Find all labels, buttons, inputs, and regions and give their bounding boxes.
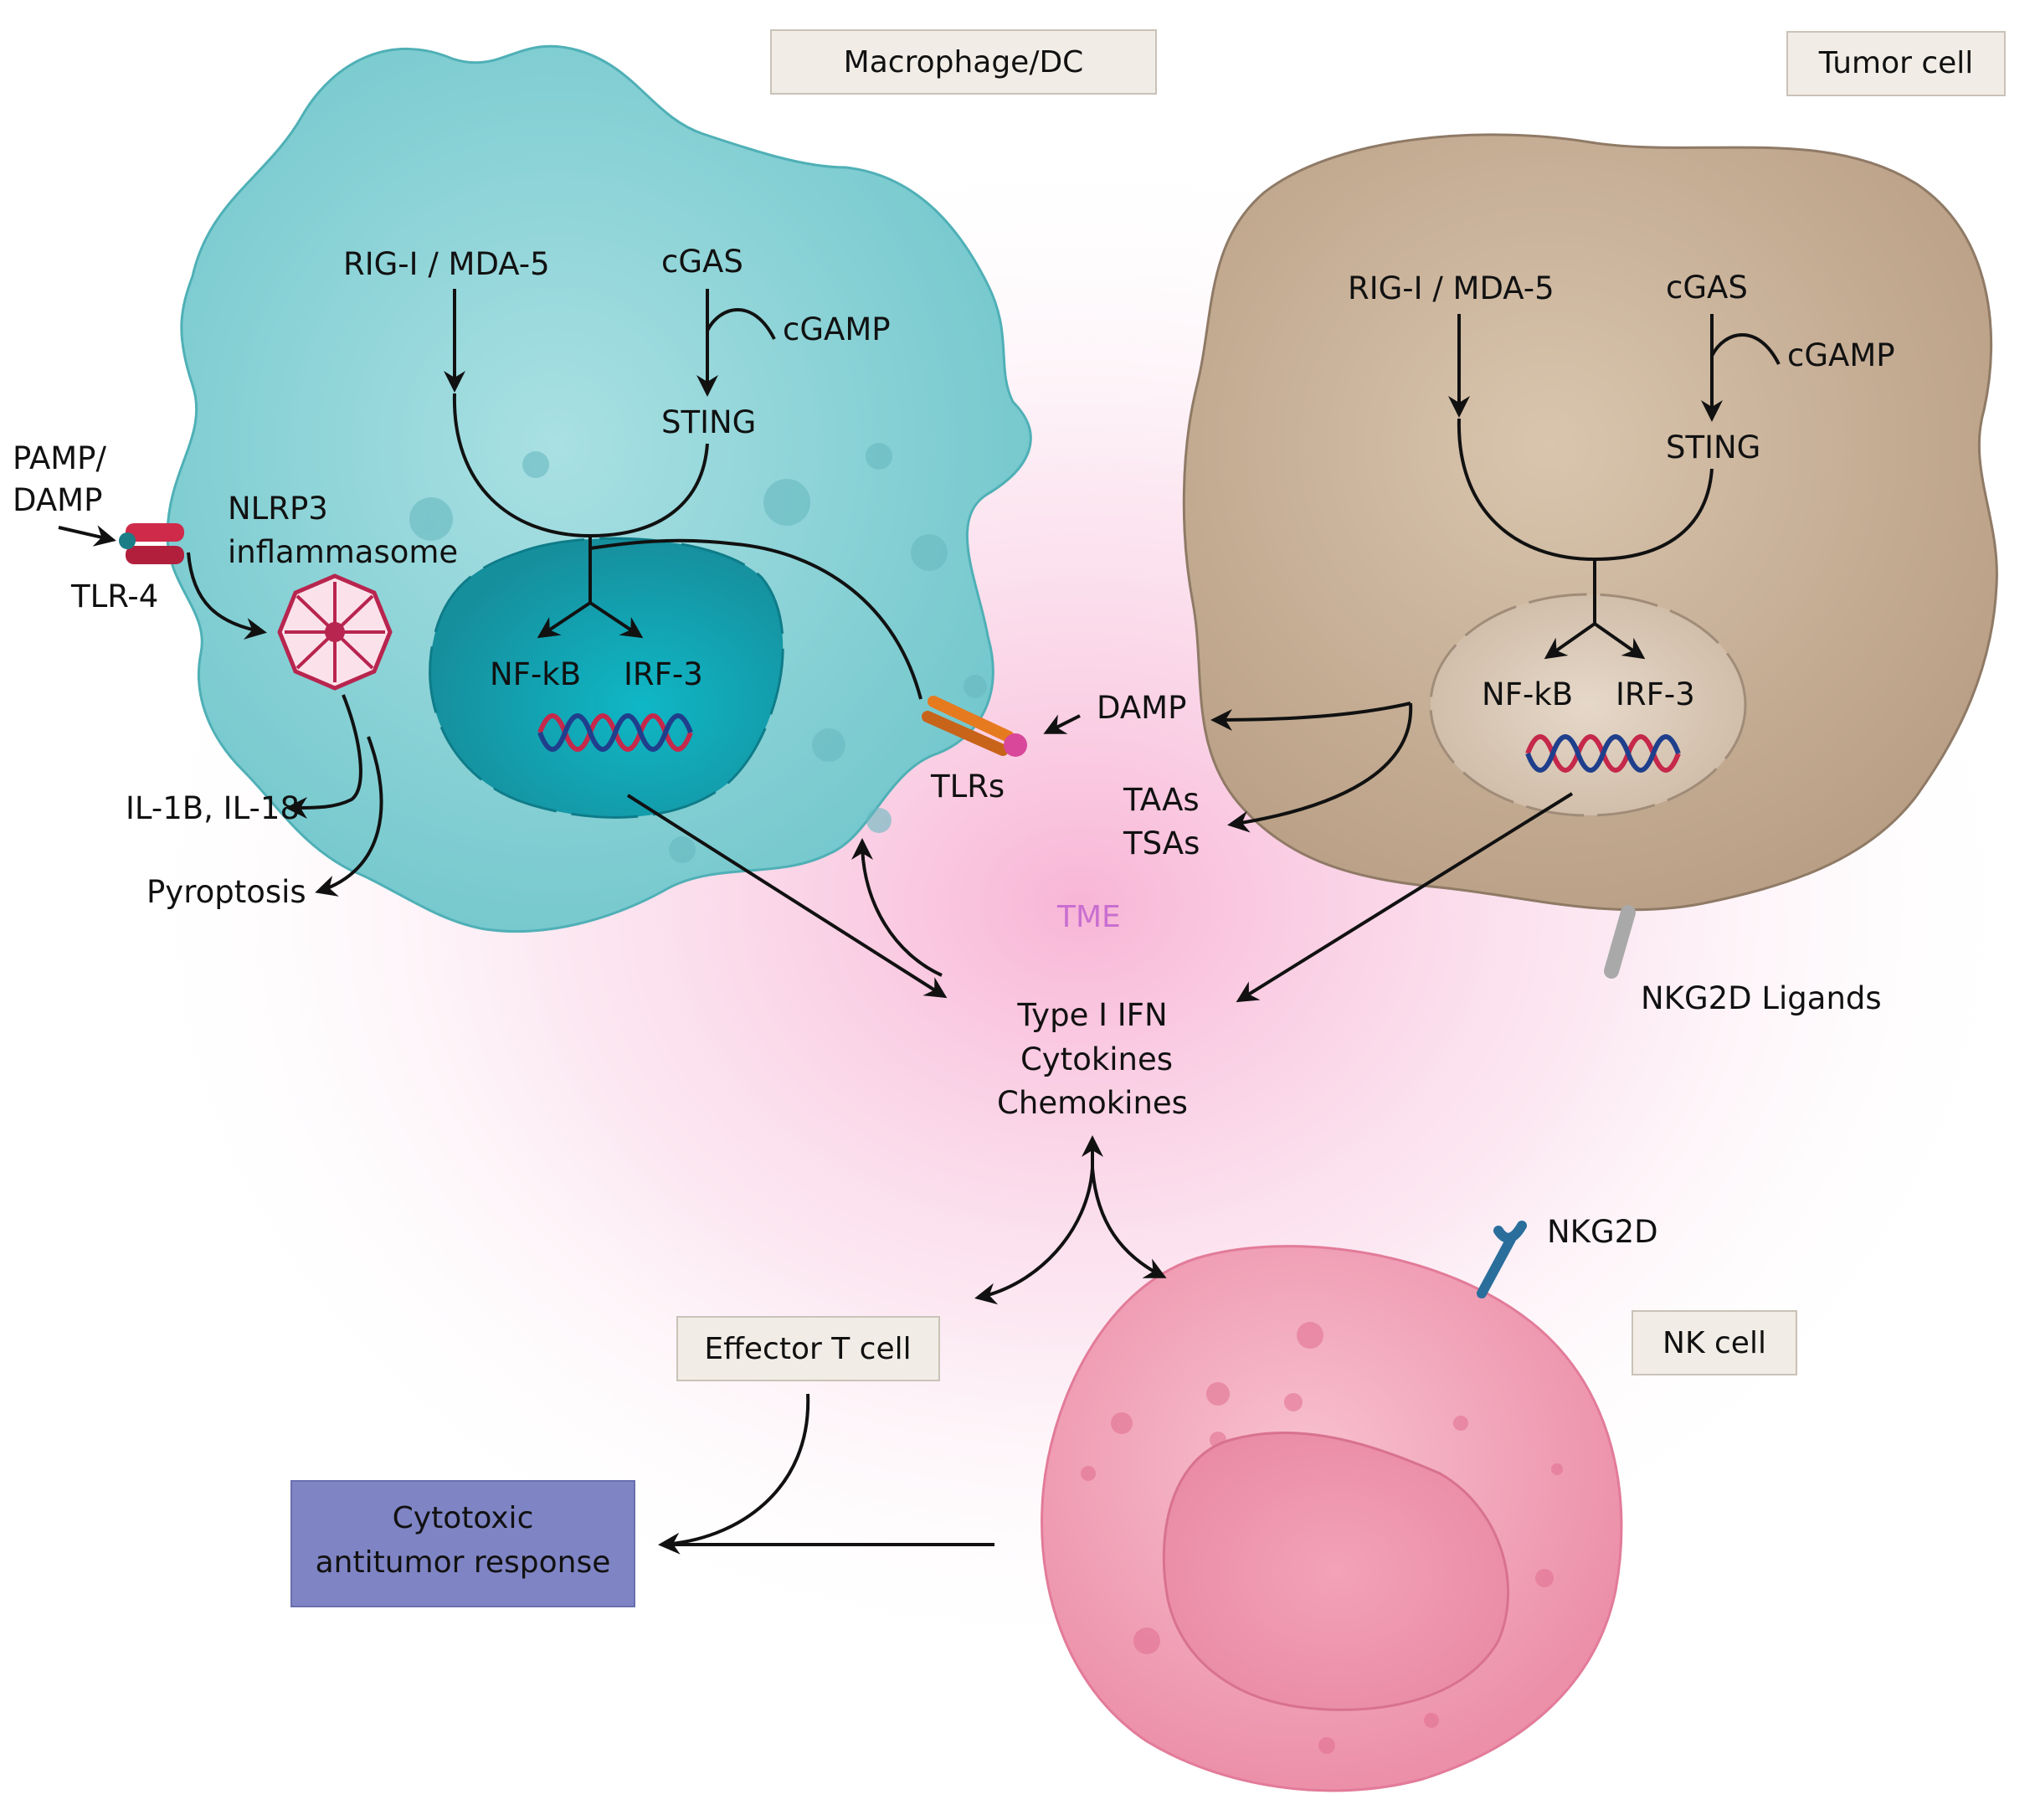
mac-irf3-label: IRF-3 [624, 656, 703, 692]
tumor-cell [1182, 133, 1998, 912]
arrow-ifn-to-mac [851, 838, 943, 977]
arrow-il [285, 694, 362, 819]
arrow-ifn-to-tcell [974, 1167, 1094, 1305]
arrow-tum-irf3 [1593, 622, 1646, 660]
pamp-label-1: PAMP/ [13, 440, 106, 476]
mac-sting-label: STING [661, 404, 756, 440]
mac-nfkb-label: NF-kB [490, 656, 581, 692]
tum-dna-icon [1525, 734, 1681, 773]
nlrp3-inflammasome-icon [277, 573, 393, 691]
tsas-label: TSAs [1123, 825, 1200, 861]
arrow-tlr-signal [589, 538, 922, 700]
macrophage-box [770, 29, 1157, 95]
ifn-label: Type I IFN [1016, 997, 1167, 1033]
damp-label: DAMP [1097, 690, 1186, 726]
arrow-pyroptosis [315, 736, 383, 897]
nk-granules [1081, 1322, 1563, 1754]
arrow-pamp [58, 525, 116, 547]
macrophage-cell [166, 44, 1032, 933]
arrow-ifn-to-nk [1091, 1167, 1167, 1278]
mac-dna-icon [537, 713, 693, 752]
mac-rig-label: RIG-I / MDA-5 [343, 246, 550, 282]
pamp-label-2: DAMP [13, 482, 102, 518]
effector-box [676, 1316, 940, 1381]
il-label: IL-1B, IL-18 [126, 790, 300, 826]
arrow-tumor-damp [1210, 702, 1411, 731]
mac-cgamp-hook [706, 308, 776, 340]
tum-cgas-label: cGAS [1666, 270, 1748, 306]
tlrs-label: TLRs [930, 769, 1005, 805]
tlr4-label: TLR-4 [70, 578, 158, 614]
arrow-tcell-response [658, 1393, 810, 1555]
macrophage-box-label: Macrophage/DC [844, 45, 1084, 80]
pyroptosis-label: Pyroptosis [146, 874, 306, 910]
arrow-tum-to-ifn [1236, 792, 1574, 1003]
mac-cgas-label: cGAS [661, 244, 743, 280]
nlrp3-label-1: NLRP3 [228, 491, 328, 527]
tumor-nucleus [1429, 593, 1747, 817]
tum-converge [1457, 418, 1714, 562]
response-line1: Cytotoxic [393, 1501, 534, 1535]
arrow-mac-nfkb [537, 601, 592, 639]
tum-rig-label: RIG-I / MDA-5 [1348, 270, 1555, 306]
nk-nucleus [1162, 1431, 1510, 1711]
nkg2d-receptor [1477, 1221, 1527, 1298]
nkg2d-ligands-label: NKG2D Ligands [1641, 980, 1882, 1016]
arrow-tlr4-nlrp3 [187, 552, 267, 640]
arrow-tumor-taas [1227, 702, 1413, 833]
tum-cgamp-label: cGAMP [1787, 337, 1895, 373]
nkg2d-ligand-stalk [1604, 905, 1636, 979]
nkg2d-label: NKG2D [1547, 1214, 1658, 1250]
arrow-tum-nfkb [1544, 622, 1596, 660]
tum-nfkb-label: NF-kB [1482, 676, 1573, 712]
macrophage-nucleus [429, 537, 784, 819]
tme-label: TME [1056, 900, 1121, 934]
mac-cgamp-label: cGAMP [783, 311, 891, 347]
response-line2: antitumor response [316, 1545, 611, 1580]
taas-label: TAAs [1123, 782, 1200, 818]
tum-cgamp-hook [1710, 333, 1781, 365]
arrow-mac-irf3 [588, 601, 644, 639]
tlr4-receptor [119, 523, 184, 564]
tum-irf3-label: IRF-3 [1616, 676, 1695, 712]
tlrs-receptor [922, 696, 1027, 757]
macrophage-vesicles [409, 443, 987, 863]
cytokines-label: Cytokines [1020, 1041, 1173, 1077]
nk-box-label: NK cell [1662, 1326, 1766, 1360]
mac-converge [452, 393, 709, 538]
arrow-damp-tlrs [1043, 714, 1081, 734]
nlrp3-label-2: inflammasome [228, 534, 458, 570]
tumor-box [1786, 31, 2006, 96]
nk-box [1632, 1310, 1797, 1375]
tum-sting-label: STING [1666, 429, 1760, 465]
effector-box-label: Effector T cell [704, 1332, 911, 1366]
chemokines-label: Chemokines [997, 1085, 1188, 1121]
tumor-box-label: Tumor cell [1818, 46, 1974, 80]
arrow-mac-to-ifn [626, 794, 948, 999]
response-box [290, 1480, 635, 1607]
